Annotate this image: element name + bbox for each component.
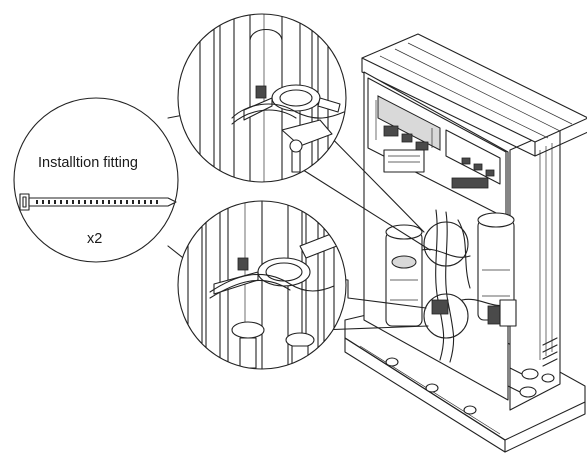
service-valves — [507, 367, 555, 398]
outdoor-unit — [344, 33, 587, 453]
lower-target-circle — [423, 293, 469, 339]
fitting-callout-circle — [13, 97, 179, 263]
side-vent — [539, 143, 558, 367]
cable-tie-head-upper — [255, 85, 267, 99]
unit-side-panel — [509, 127, 561, 411]
fitting-label: Installtion fitting — [38, 155, 138, 171]
upper-detail-view — [177, 13, 347, 183]
cable-tie-icon — [19, 193, 177, 211]
lower-detail-view — [177, 200, 347, 370]
refrigerant-pipes — [421, 209, 517, 363]
compressor-right — [477, 212, 515, 321]
top-cover — [361, 33, 587, 157]
fitting-callout — [13, 97, 179, 263]
compressor-left — [385, 224, 423, 327]
control-box — [367, 77, 507, 219]
upper-target-circle — [423, 221, 469, 267]
cable-tie-head-lower — [237, 257, 249, 271]
quantity-label: x2 — [87, 231, 103, 247]
